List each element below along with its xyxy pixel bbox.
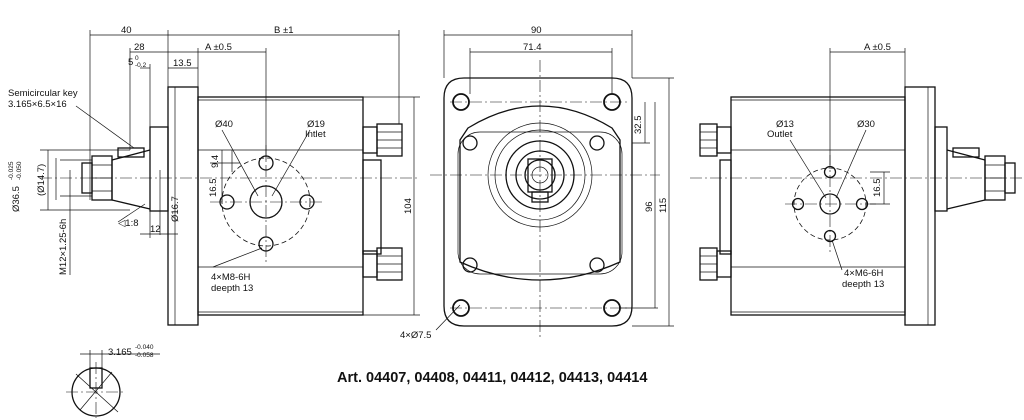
side-view xyxy=(40,30,420,326)
dim-9-4: 9.4 xyxy=(210,155,221,168)
dim-d19: Ø19 xyxy=(307,119,325,130)
side-shaft-collar xyxy=(149,126,169,212)
dim-90: 90 xyxy=(531,25,542,36)
dim-28: 28 xyxy=(134,42,145,53)
dim-a: A ±0.5 xyxy=(205,42,232,53)
front-view xyxy=(430,30,674,340)
key-tol-lower: -0.058 xyxy=(135,352,154,359)
key-label-line2: 3.165×6.5×16 xyxy=(8,99,67,110)
dim-taper: ◁1:8 xyxy=(118,218,139,229)
rear-holes-line2: deepth 13 xyxy=(842,279,884,290)
front-holes: 4×Ø7.5 xyxy=(400,330,431,341)
dim-d36-5-tol-upper: -0.025 xyxy=(8,161,15,180)
dim-40: 40 xyxy=(121,25,132,36)
drawing-title: Art. 04407, 04408, 04411, 04412, 04413, … xyxy=(337,370,647,386)
front-flange xyxy=(443,77,633,327)
dim-32-5: 32.5 xyxy=(633,116,644,135)
dim-d16-7: Ø16.7 xyxy=(170,196,181,222)
key-tol-upper: -0.040 xyxy=(135,344,154,351)
rear-flange xyxy=(904,86,936,326)
dim-12: 12 xyxy=(150,224,161,235)
key-label-line1: Semicircular key xyxy=(8,88,78,99)
rear-dim-16-5: 16.5 xyxy=(872,179,883,198)
dim-115: 115 xyxy=(658,198,669,213)
key-dim: 3.165 xyxy=(108,347,132,358)
dim-5-tol-upper: 0 xyxy=(135,55,139,62)
key-section xyxy=(66,350,160,418)
dim-d40: Ø40 xyxy=(215,119,233,130)
inlet-label: Intlet xyxy=(305,129,326,140)
side-holes-line2: deepth 13 xyxy=(211,283,253,294)
outlet-label: Outlet xyxy=(767,129,793,140)
dim-d30: Ø30 xyxy=(857,119,875,130)
dim-d36-5-tol-lower: -0.050 xyxy=(16,161,23,180)
rear-holes-line1: 4×M6-6H xyxy=(844,268,883,279)
dim-b: B ±1 xyxy=(274,25,293,36)
dim-thread: M12×1.25-6h xyxy=(58,219,69,275)
rear-dim-a: A ±0.5 xyxy=(864,42,891,53)
dim-16-5-side: 16.5 xyxy=(208,179,219,198)
dim-13-5: 13.5 xyxy=(173,58,192,69)
dim-5: 5 xyxy=(128,57,133,68)
dim-96: 96 xyxy=(644,201,655,212)
dim-104: 104 xyxy=(403,198,414,214)
dim-d13: Ø13 xyxy=(776,119,794,130)
dim-d14-7: (Ø14.7) xyxy=(36,164,47,196)
rear-view xyxy=(690,48,1022,326)
dim-5-tol-lower: -0.2 xyxy=(135,62,147,69)
dim-d36-5: Ø36.5 xyxy=(11,186,22,212)
dim-71-4: 71.4 xyxy=(523,42,542,53)
side-holes-line1: 4×M8-6H xyxy=(211,272,250,283)
